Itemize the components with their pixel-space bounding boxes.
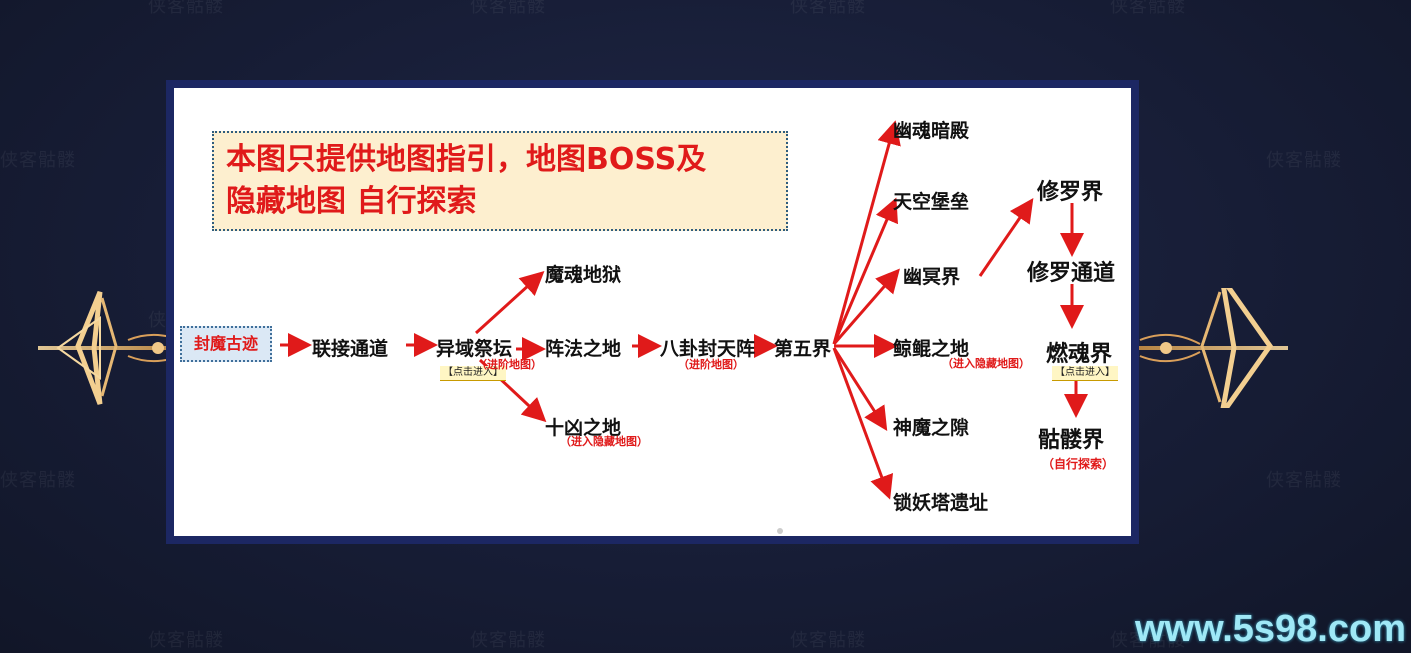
note-jingkun-hidden: （进入隐藏地图）	[942, 355, 1030, 371]
watermark: 侠客骷髅	[470, 0, 546, 18]
arrow-youming-to-xiuluo	[980, 203, 1030, 276]
right-arrow-ornament-icon	[1130, 288, 1290, 408]
watermark: 侠客骷髅	[0, 146, 76, 172]
node-tiankong-baolei[interactable]: 天空堡垒	[893, 187, 969, 214]
node-fengmo-guji[interactable]: 封魔古迹	[180, 326, 272, 362]
node-youhun-andian[interactable]: 幽魂暗殿	[893, 116, 969, 143]
watermark: 侠客骷髅	[1110, 0, 1186, 18]
note-bagua-advanced: （进阶地图）	[678, 356, 744, 372]
note-kulou-explore: （自行探索）	[1042, 455, 1114, 472]
node-mohun-diyu[interactable]: 魔魂地狱	[545, 260, 621, 287]
note-yiyu-advanced: （进阶地图）	[476, 356, 542, 372]
notice-line-1: 本图只提供地图指引，地图BOSS及	[226, 139, 786, 181]
node-suoyaota-yizhi[interactable]: 锁妖塔遗址	[893, 488, 988, 515]
watermark: 侠客骷髅	[470, 626, 546, 652]
watermark: 侠客骷髅	[148, 626, 224, 652]
enter-button-ranhun[interactable]: 【点击进入】	[1052, 366, 1118, 381]
site-watermark-logo: www.5s98.com	[1135, 608, 1406, 651]
node-diwu-jie[interactable]: 第五界	[774, 334, 831, 361]
node-kulou-jie[interactable]: 骷髅界	[1038, 422, 1104, 454]
watermark: 侠客骷髅	[0, 466, 76, 492]
node-xiuluo-jie[interactable]: 修罗界	[1037, 174, 1103, 206]
notice-line-2: 隐藏地图 自行探索	[226, 181, 786, 223]
watermark: 侠客骷髅	[148, 0, 224, 18]
node-shenmo-zhixi[interactable]: 神魔之隙	[893, 413, 969, 440]
node-ranhun-jie[interactable]: 燃魂界	[1046, 336, 1112, 368]
note-shixiong-hidden: （进入隐藏地图）	[560, 433, 648, 449]
node-xiuluo-tongdao[interactable]: 修罗通道	[1027, 255, 1115, 287]
arrow-diwu-to-tiankong	[834, 203, 894, 344]
scroll-indicator-dot	[777, 528, 783, 534]
watermark: 侠客骷髅	[1266, 466, 1342, 492]
watermark: 侠客骷髅	[790, 626, 866, 652]
map-guide-panel: 本图只提供地图指引，地图BOSS及 隐藏地图 自行探索 封魔古迹 联接通道 异域…	[174, 88, 1131, 536]
watermark: 侠客骷髅	[790, 0, 866, 18]
arrow-yiyu-to-mohun	[476, 275, 540, 333]
watermark: 侠客骷髅	[1266, 146, 1342, 172]
node-youming-jie[interactable]: 幽冥界	[903, 262, 960, 289]
node-zhenfa-zhidi[interactable]: 阵法之地	[545, 334, 621, 361]
node-lianjie-tongdao[interactable]: 联接通道	[312, 334, 388, 361]
notice-box: 本图只提供地图指引，地图BOSS及 隐藏地图 自行探索	[212, 131, 788, 231]
